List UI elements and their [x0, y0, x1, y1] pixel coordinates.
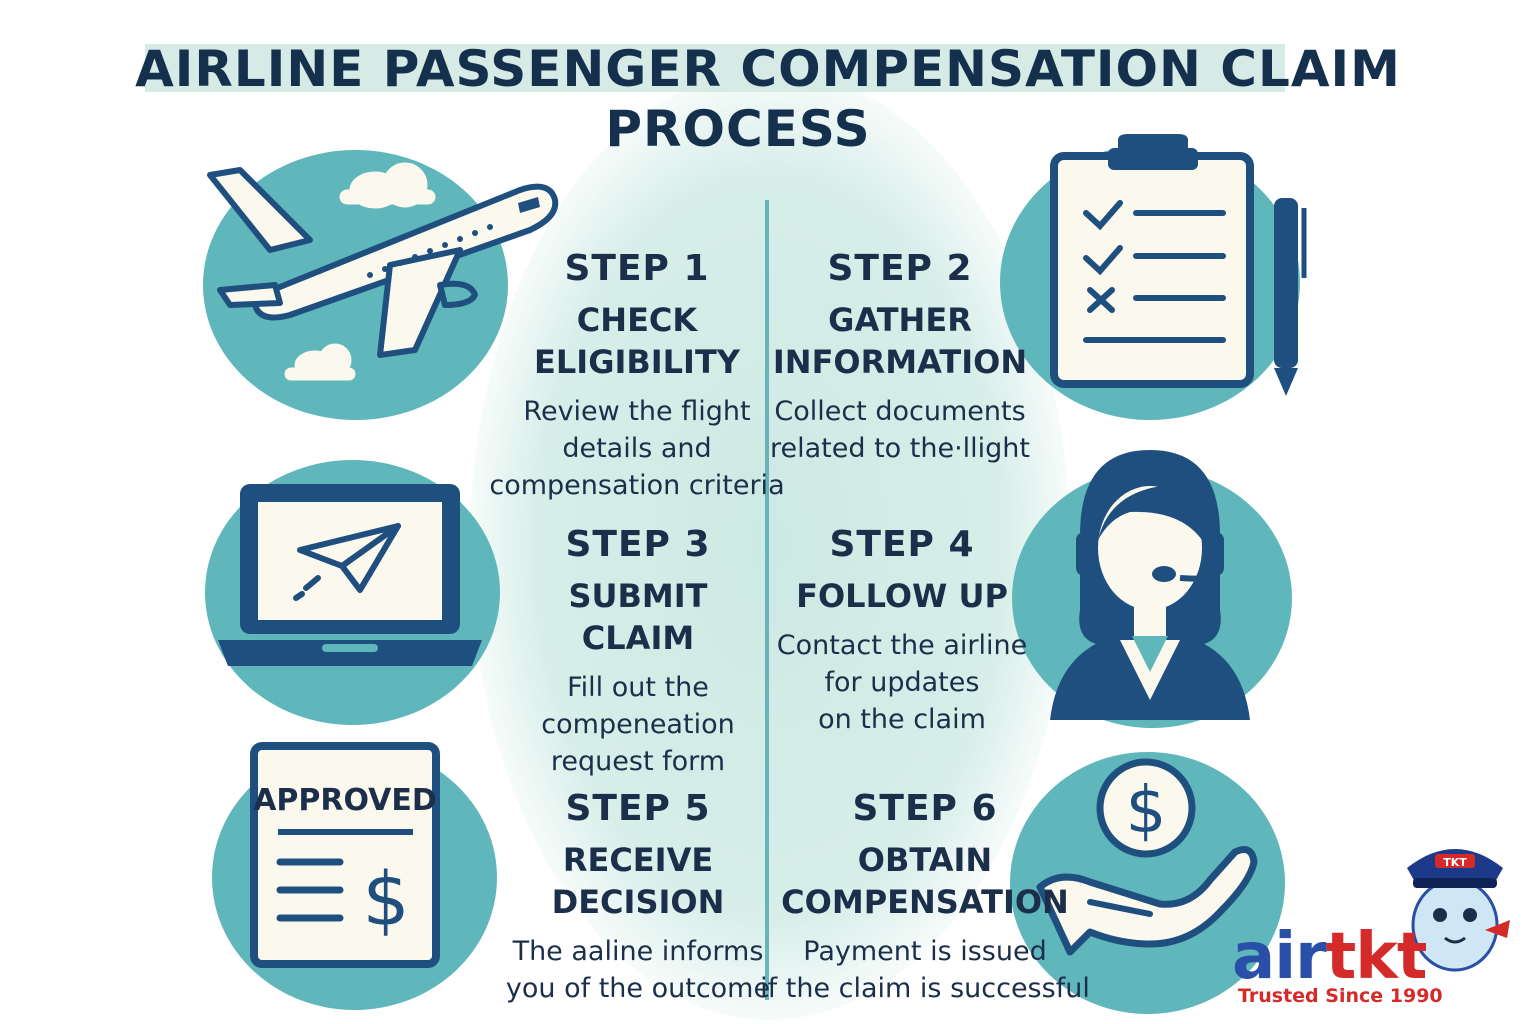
- step-5: STEP 5 RECEIVE DECISION The aaline infor…: [488, 788, 788, 1007]
- step-3-number: STEP 3: [565, 524, 711, 565]
- step-2-description: Collect documents related to the·llight: [769, 396, 1030, 464]
- center-divider: [765, 200, 769, 1000]
- approved-document-icon: APPROVED $: [250, 742, 440, 968]
- step-4-number: STEP 4: [829, 524, 975, 565]
- title-highlight-band: [145, 44, 1285, 92]
- step-6: STEP 6 OBTAIN COMPENSATION Payment is is…: [760, 788, 1090, 1007]
- step-4-title: FOLLOW UP: [796, 577, 1008, 615]
- airtkt-logo: airtkt Trusted Since 1990: [1232, 925, 1443, 1007]
- step-6-description: Payment is issued if the claim is succes…: [760, 936, 1090, 1004]
- cloud-icon: [284, 162, 436, 381]
- step-3: STEP 3 SUBMIT CLAIM Fill out the compene…: [488, 524, 788, 780]
- airplane-icon: [207, 162, 559, 381]
- step-6-title: OBTAIN COMPENSATION: [781, 841, 1069, 921]
- logo-word-tkt: tkt: [1325, 920, 1428, 994]
- step-5-title: RECEIVE DECISION: [551, 841, 725, 921]
- pilot-mascot-icon: TKT: [1407, 849, 1510, 972]
- hand-dollar-coin-icon: $: [1036, 758, 1258, 956]
- pen-icon: [1274, 198, 1307, 396]
- step-1-description: Review the flight details and compensati…: [489, 396, 785, 501]
- step-5-description: The aaline informs you of the outcome: [505, 936, 771, 1004]
- step-2-title: GATHER INFORMATION: [772, 301, 1028, 381]
- clipboard-checklist-icon: [1050, 134, 1307, 396]
- logo-word-air: air: [1232, 920, 1327, 994]
- step-3-description: Fill out the compeneation request form: [541, 672, 735, 777]
- step-4-description: Contact the airline for updates on the c…: [776, 630, 1028, 735]
- page-title-line-1: AIRLINE PASSENGER COMPENSATION CLAIM: [135, 40, 1401, 98]
- dollar-sign: $: [362, 857, 409, 943]
- step-1-number: STEP 1: [564, 248, 710, 289]
- step-6-number: STEP 6: [852, 788, 998, 829]
- step-5-number: STEP 5: [565, 788, 711, 829]
- step-1: STEP 1 CHECK ELIGIBILITY Review the flig…: [462, 248, 812, 504]
- step-1-title: CHECK ELIGIBILITY: [534, 301, 740, 381]
- support-agent-headset-icon: [1050, 450, 1250, 720]
- mascot-badge: TKT: [1443, 856, 1467, 869]
- logo-tagline: Trusted Since 1990: [1238, 985, 1443, 1007]
- step-2: STEP 2 GATHER INFORMATION Collect docume…: [745, 248, 1055, 467]
- step-3-title: SUBMIT CLAIM: [568, 577, 708, 657]
- dollar-coin-icon: $: [1096, 758, 1196, 858]
- step-2-number: STEP 2: [827, 248, 973, 289]
- approved-label: APPROVED: [253, 783, 437, 818]
- step-4: STEP 4 FOLLOW UP Contact the airline for…: [762, 524, 1042, 738]
- logo-wordmark: airtkt: [1232, 925, 1443, 989]
- coin-dollar-sign: $: [1126, 774, 1167, 848]
- laptop-paper-plane-icon: [218, 484, 482, 666]
- background-tint: [470, 70, 1070, 1020]
- page-title-line-2: PROCESS: [605, 100, 871, 158]
